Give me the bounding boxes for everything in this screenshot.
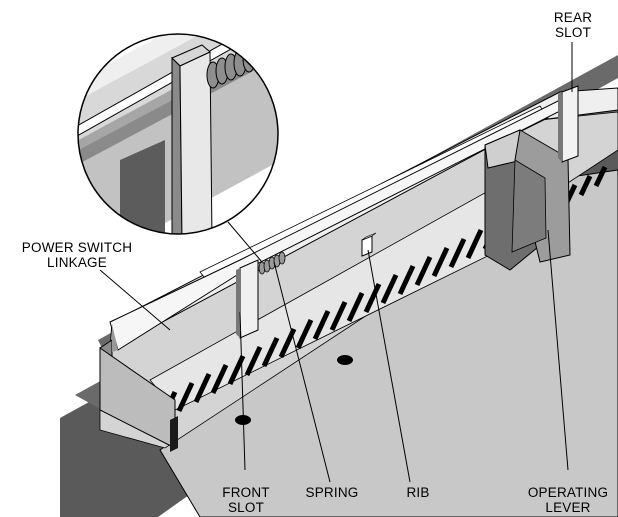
label-rib: RIB <box>406 485 430 500</box>
label-front-slot: FRONT SLOT <box>222 485 270 515</box>
leader-spring <box>273 261 331 483</box>
label-spring: SPRING <box>305 485 359 500</box>
operating-lever <box>484 129 571 271</box>
front-slot-post <box>236 259 259 339</box>
label-operating-lever: OPERATING LEVER <box>527 485 609 515</box>
front-end-block <box>99 339 178 452</box>
rear-slot-post <box>558 85 579 163</box>
spring-small <box>258 251 286 275</box>
label-power-switch-linkage: POWER SWITCH LINKAGE <box>21 240 133 270</box>
leader-lines <box>99 42 573 483</box>
leader-power-switch-linkage <box>99 269 171 331</box>
leader-rib <box>367 249 411 483</box>
leader-operating-lever <box>547 229 569 471</box>
leader-front-slot <box>239 311 246 471</box>
floor-hole-1 <box>337 355 353 365</box>
magnifier-inset <box>77 33 279 263</box>
label-rear-slot: REAR SLOT <box>553 10 593 40</box>
rib <box>361 232 377 257</box>
